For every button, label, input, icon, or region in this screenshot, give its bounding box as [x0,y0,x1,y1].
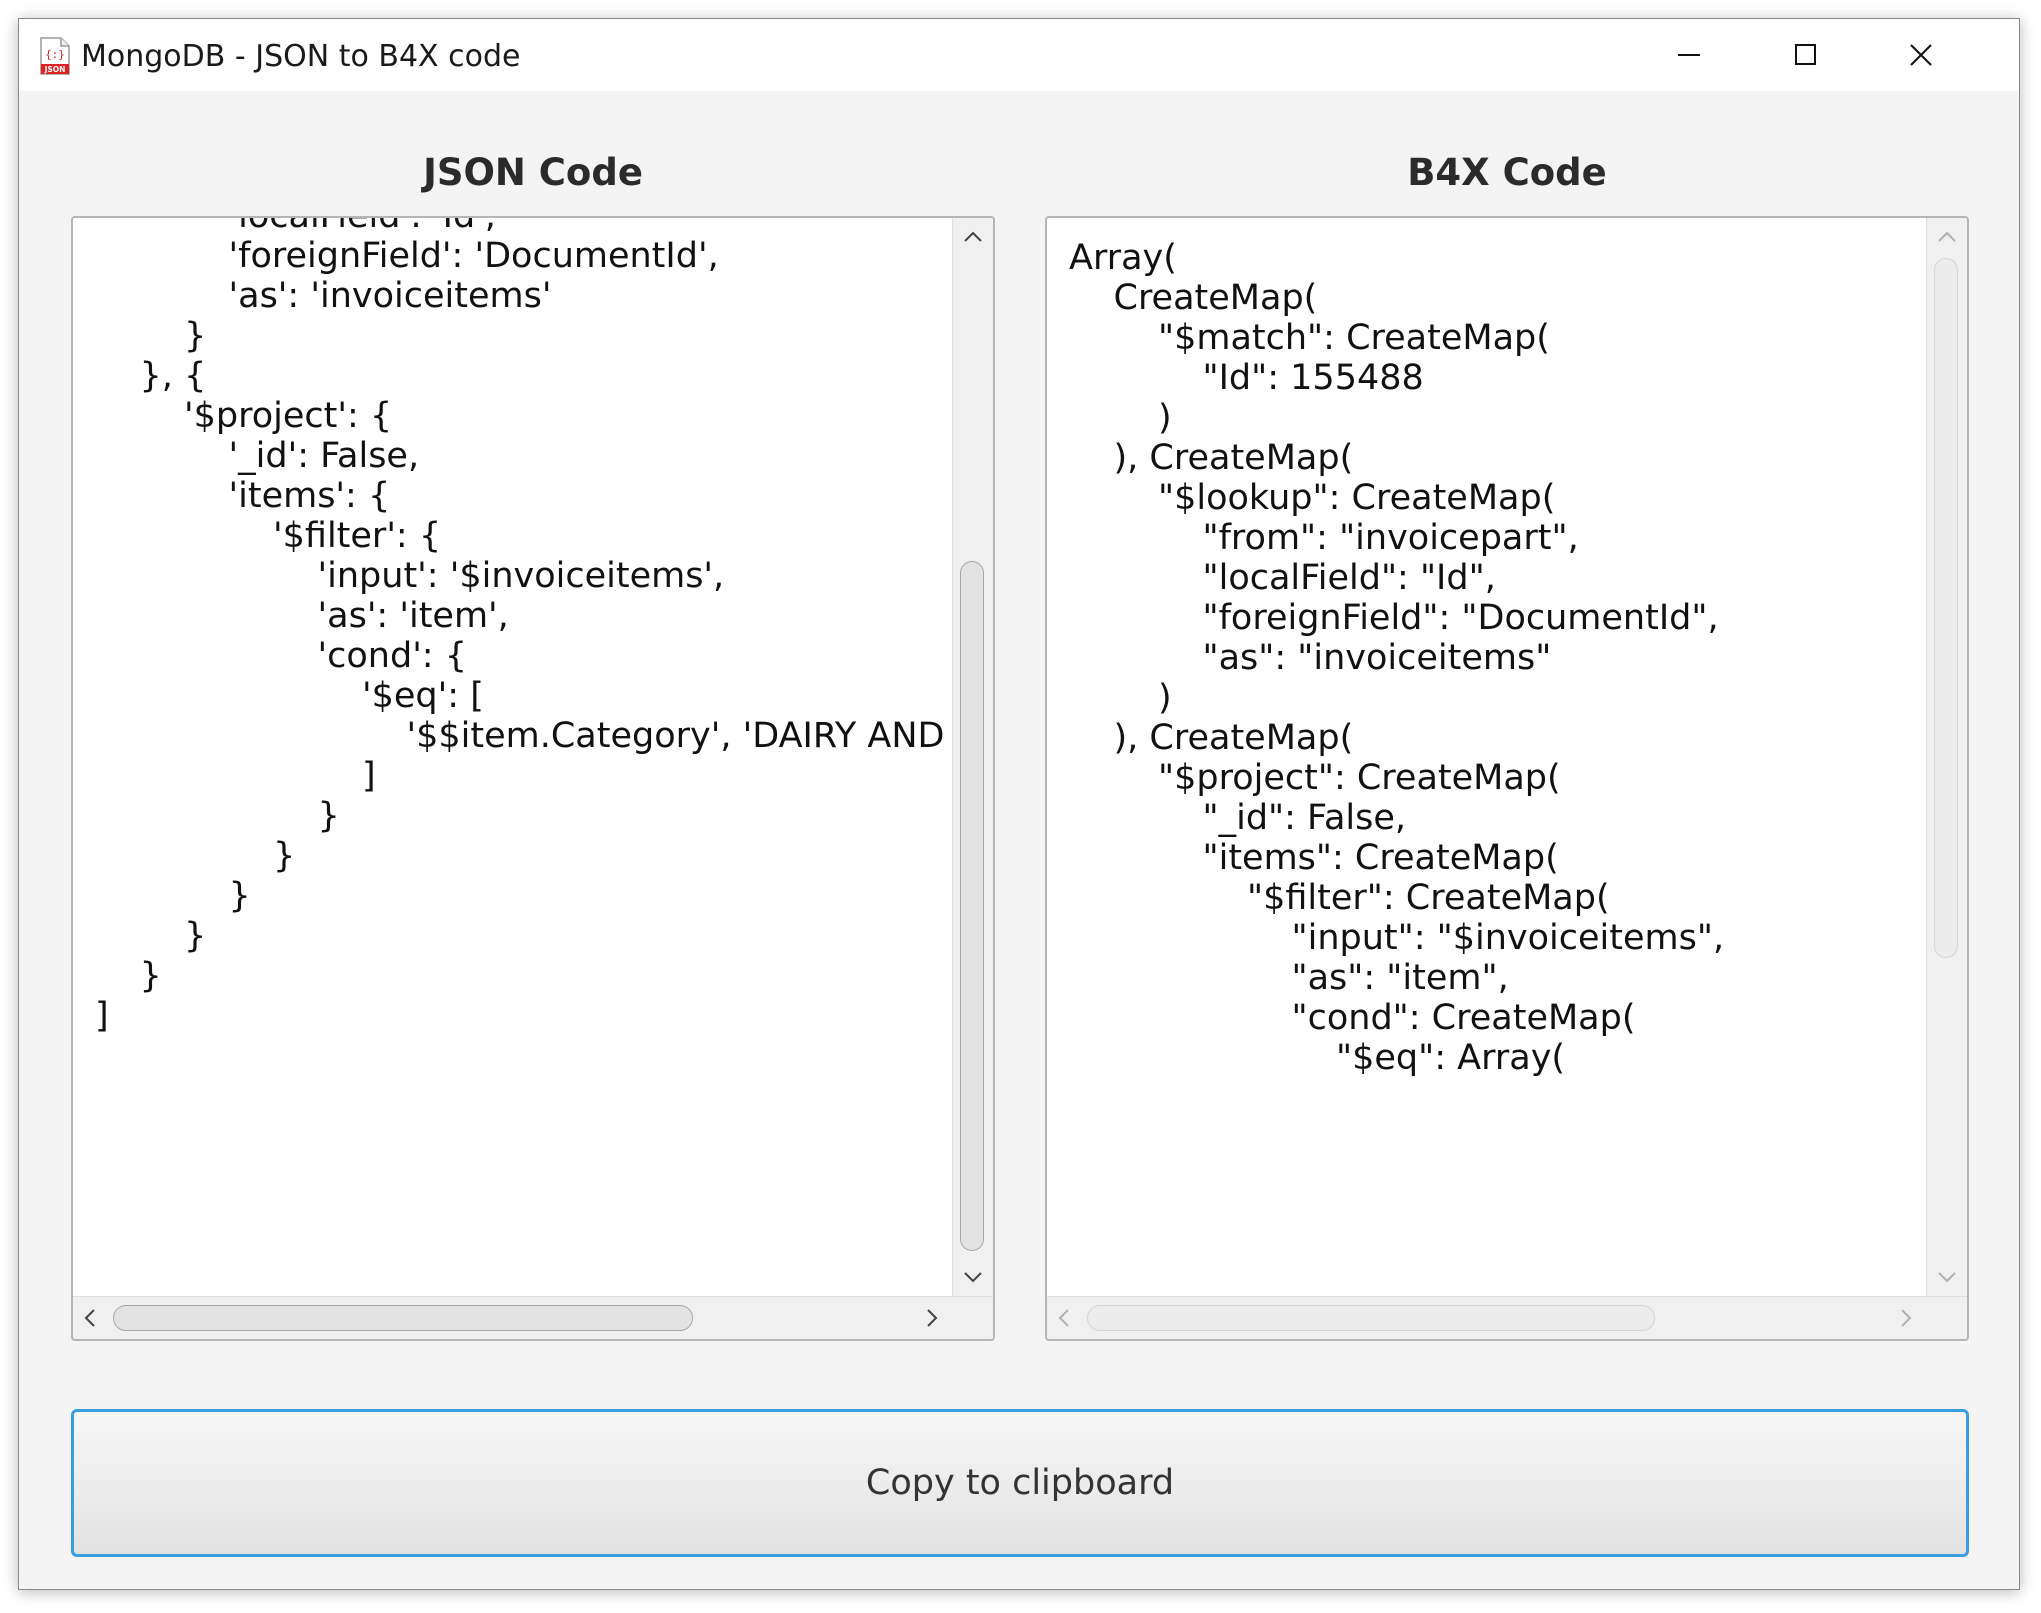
json-code-content[interactable]: 'localField': 'Id', 'foreignField': 'Doc… [73,218,953,1297]
json-file-icon: {:} JSON [40,37,70,75]
scroll-down-icon[interactable] [1937,1270,1957,1284]
json-horizontal-scrollbar[interactable] [73,1296,993,1339]
scroll-right-icon[interactable] [1899,1308,1913,1328]
copy-button-label: Copy to clipboard [865,1463,1175,1503]
b4x-code-textarea[interactable]: Array( CreateMap( "$match": CreateMap( "… [1045,216,1969,1341]
json-code-line: '_id': False, [95,436,420,476]
title-bar[interactable]: {:} JSON MongoDB - JSON to B4X code [19,19,2019,91]
b4x-code-line: ), CreateMap( [1069,438,1354,478]
app-window: {:} JSON MongoDB - JSON to B4X code JSON… [18,18,2020,1590]
b4x-code-line: "input": "$invoiceitems", [1069,918,1725,958]
b4x-code-line: "foreignField": "DocumentId", [1069,598,1719,638]
json-code-line: 'items': { [95,476,391,516]
b4x-horizontal-scrollbar[interactable] [1047,1296,1967,1339]
b4x-code-line: "Id": 155488 [1069,358,1424,398]
scroll-left-icon[interactable] [83,1308,97,1328]
b4x-code-line: "from": "invoicepart", [1069,518,1579,558]
json-code-line: }, { [95,356,207,396]
b4x-code-content[interactable]: Array( CreateMap( "$match": CreateMap( "… [1047,218,1927,1297]
json-code-textarea[interactable]: 'localField': 'Id', 'foreignField': 'Doc… [71,216,995,1341]
b4x-code-line: "$lookup": CreateMap( [1069,478,1556,518]
json-code-line: 'foreignField': 'DocumentId', [95,236,719,276]
b4x-code-line: "_id": False, [1069,798,1407,838]
b4x-code-line: CreateMap( [1069,278,1318,318]
minimize-button[interactable] [1631,27,1747,83]
json-code-line: } [95,316,207,356]
b4x-code-line: "as": "item", [1069,958,1509,998]
b4x-code-line: ) [1069,398,1172,438]
b4x-horizontal-scroll-thumb[interactable] [1087,1305,1655,1331]
json-code-line: } [95,796,340,836]
json-code-heading: JSON Code [423,151,643,194]
b4x-code-line: "items": CreateMap( [1069,838,1559,878]
json-code-line: ] [95,996,109,1036]
json-code-line: '$filter': { [95,516,442,556]
scroll-up-icon[interactable] [963,230,983,244]
scroll-right-icon[interactable] [925,1308,939,1328]
json-code-line: ] [95,756,376,796]
b4x-code-line: ) [1069,678,1172,718]
b4x-code-line: "$match": CreateMap( [1069,318,1550,358]
close-button[interactable] [1863,27,1979,83]
json-code-line: 'as': 'invoiceitems' [95,276,552,316]
b4x-code-line: "$project": CreateMap( [1069,758,1561,798]
b4x-vertical-scrollbar[interactable] [1926,218,1967,1297]
b4x-code-line: Array( [1069,238,1177,278]
svg-text:JSON: JSON [44,65,66,74]
b4x-code-line: "$eq": Array( [1069,1038,1566,1078]
scroll-up-icon[interactable] [1937,230,1957,244]
copy-to-clipboard-button[interactable]: Copy to clipboard [71,1409,1969,1557]
b4x-code-line: "$filter": CreateMap( [1069,878,1610,918]
json-code-line: } [95,836,296,876]
b4x-vertical-scroll-thumb[interactable] [1934,258,1958,958]
json-code-line: 'cond': { [95,636,468,676]
json-code-line: '$$item.Category', 'DAIRY AND EGGS' [406,716,945,756]
b4x-code-line: ), CreateMap( [1069,718,1354,758]
close-icon [1910,44,1932,66]
json-code-line: } [95,956,162,996]
json-vertical-scroll-thumb[interactable] [960,561,984,1251]
b4x-code-line: "as": "invoiceitems" [1069,638,1552,678]
json-code-line: '$eq': [ [95,676,484,716]
json-code-line: 'localField': 'Id', [95,218,496,242]
window-title: MongoDB - JSON to B4X code [81,39,521,74]
maximize-icon [1795,44,1816,65]
scroll-corner [953,1297,993,1339]
json-code-line: } [95,916,207,956]
json-horizontal-scroll-thumb[interactable] [113,1305,693,1331]
json-code-line: } [95,876,251,916]
minimize-icon [1678,54,1700,56]
b4x-code-heading: B4X Code [1407,151,1607,194]
b4x-code-line: "localField": "Id", [1069,558,1496,598]
json-code-line: 'as': 'item', [95,596,509,636]
maximize-button[interactable] [1747,27,1863,83]
json-code-line: 'input': '$invoiceitems', [95,556,725,596]
json-vertical-scrollbar[interactable] [952,218,993,1297]
scroll-left-icon[interactable] [1057,1308,1071,1328]
scroll-down-icon[interactable] [963,1270,983,1284]
scroll-corner [1927,1297,1967,1339]
b4x-code-line: "cond": CreateMap( [1069,998,1636,1038]
svg-text:{:}: {:} [45,48,65,61]
json-code-line: '$project': { [95,396,393,436]
